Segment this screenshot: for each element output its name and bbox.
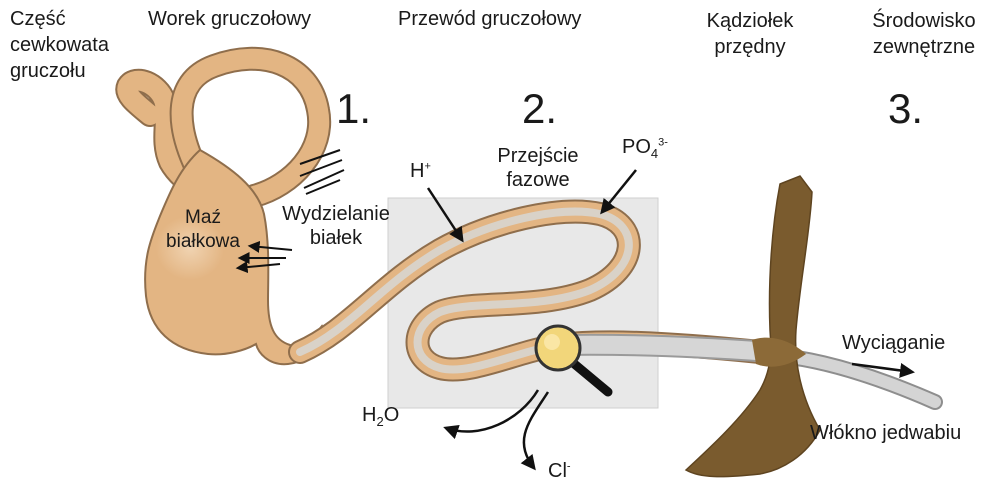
label-line: białkowa xyxy=(158,230,248,254)
stage-3: 3. xyxy=(888,86,923,132)
phosphate-charge: 3- xyxy=(658,136,668,148)
water-tail: O xyxy=(384,404,400,426)
gland-tubular-part-label: Część cewkowata gruczołu xyxy=(10,6,109,84)
proton-symbol: H xyxy=(410,160,424,182)
label-line: Przejście xyxy=(482,144,594,168)
protein-secretion-label: Wydzielanie białek xyxy=(276,202,396,250)
pulling-label: Wyciąganie xyxy=(842,332,945,355)
stage-2: 2. xyxy=(522,86,557,132)
phosphate-label: PO43- xyxy=(622,136,668,159)
phosphate-subscript: 4 xyxy=(651,146,658,161)
label-line: Część xyxy=(10,6,109,32)
gland-duct-label: Przewód gruczołowy xyxy=(398,8,581,31)
water-label: H2O xyxy=(362,404,399,427)
label-line: zewnętrzne xyxy=(854,34,994,60)
label-line: Maź xyxy=(158,206,248,230)
label-line: Środowisko xyxy=(854,8,994,34)
environment-label: Środowisko zewnętrzne xyxy=(854,8,994,60)
phosphate-symbol: PO xyxy=(622,136,651,158)
water-subscript: 2 xyxy=(376,414,383,429)
label-line: Kądziołek xyxy=(680,8,820,34)
water-symbol: H xyxy=(362,404,376,426)
chloride-label: Cl- xyxy=(548,460,571,483)
protein-dope-label: Maź białkowa xyxy=(158,206,248,254)
phase-transition-label: Przejście fazowe xyxy=(482,144,594,192)
label-line: Wydzielanie xyxy=(276,202,396,226)
chloride-charge: - xyxy=(567,460,571,472)
label-line: fazowe xyxy=(482,168,594,192)
gland-sac-label: Worek gruczołowy xyxy=(148,8,311,31)
stage-1: 1. xyxy=(336,86,371,132)
label-line: białek xyxy=(276,226,396,250)
proton-charge: + xyxy=(424,160,430,172)
label-line: przędny xyxy=(680,34,820,60)
spinneret-label: Kądziołek przędny xyxy=(680,8,820,60)
spinneret xyxy=(686,176,820,477)
proton-label: H+ xyxy=(410,160,431,183)
chloride-symbol: Cl xyxy=(548,460,567,482)
label-line: cewkowata xyxy=(10,32,109,58)
silk-fiber-label: Włókno jedwabiu xyxy=(810,422,961,445)
label-line: gruczołu xyxy=(10,58,109,84)
